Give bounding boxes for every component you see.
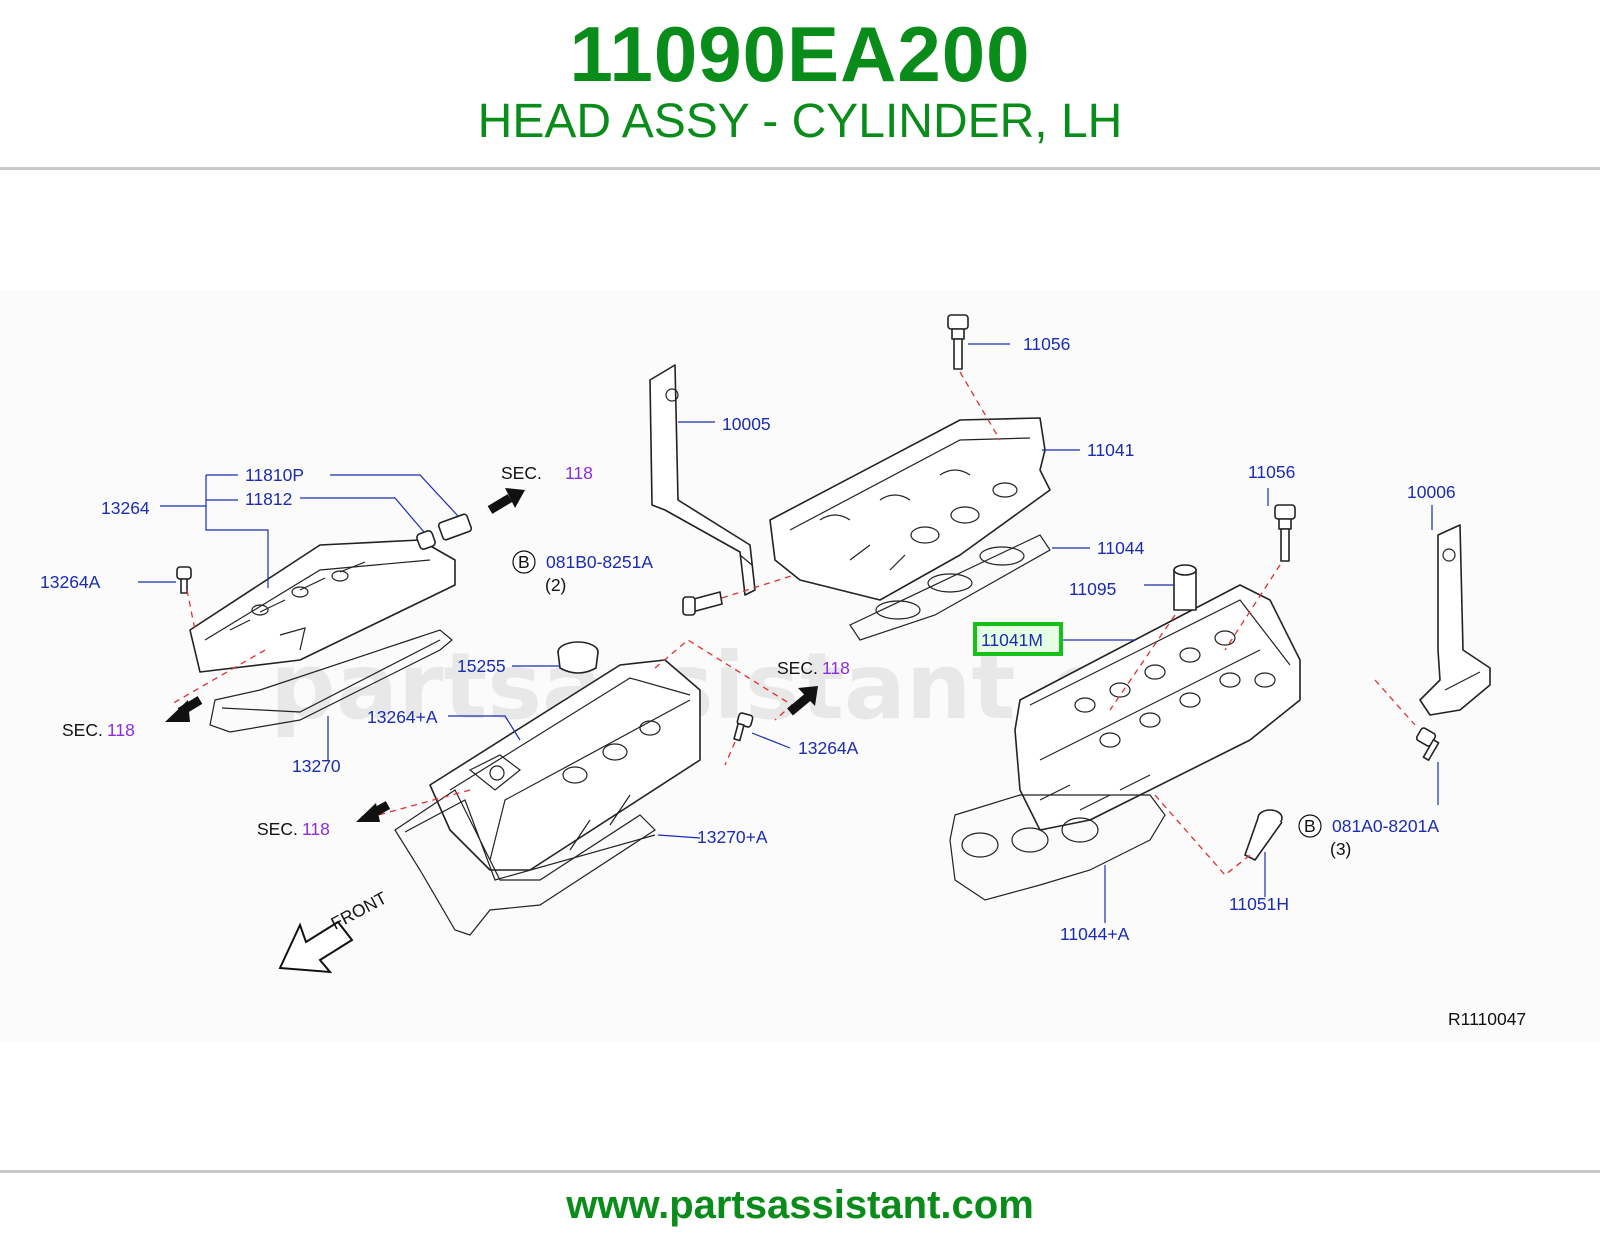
callout-11041: 11041	[1087, 440, 1134, 460]
part-number: 11090EA200	[569, 10, 1031, 98]
bolt-081b0-qty: (2)	[545, 575, 566, 595]
bolt-bracket-10005[interactable]	[682, 591, 723, 616]
valve-cover-gasket-left[interactable]	[209, 629, 453, 733]
valve-cover-gasket-middle[interactable]	[394, 789, 656, 936]
header-divider	[0, 167, 1600, 170]
callout-11044-a: 11044+A	[1060, 924, 1130, 944]
callout-10005: 10005	[722, 414, 771, 434]
callout-13264-a: 13264+A	[367, 707, 438, 727]
part-name: HEAD ASSY - CYLINDER, LH	[477, 95, 1123, 148]
bracket-10006[interactable]	[1419, 524, 1491, 716]
sec-ref-low-number[interactable]: 118	[302, 819, 330, 839]
plug-11051h[interactable]	[1244, 809, 1283, 861]
callout-bolt-081a0: 081A0-8201A	[1332, 816, 1439, 836]
sec-ref-low: SEC.	[257, 819, 298, 839]
sec-ref-left-number[interactable]: 118	[107, 720, 135, 740]
callout-11041m[interactable]: 11041M	[981, 630, 1043, 650]
front-label: FRONT	[327, 887, 390, 933]
callout-bolt-081b0: 081B0-8251A	[546, 552, 653, 572]
callout-13264: 13264	[101, 498, 150, 518]
bolt-13264a-left[interactable]	[176, 566, 192, 594]
bracket-10005[interactable]	[649, 364, 756, 596]
valve-cover-middle[interactable]	[429, 659, 701, 871]
sec-ref-middle-number[interactable]: 118	[822, 658, 850, 678]
sec-arrow-left	[165, 696, 203, 722]
callout-11095: 11095	[1069, 579, 1116, 599]
pcv-valve[interactable]	[416, 513, 473, 550]
sec-ref-top: SEC.	[501, 463, 542, 483]
callout-13264a-left: 13264A	[40, 572, 101, 592]
sec-ref-middle: SEC.	[777, 658, 818, 678]
cylinder-head-main[interactable]	[1014, 584, 1301, 831]
callout-10006: 10006	[1407, 482, 1456, 502]
front-arrow-icon	[278, 920, 354, 974]
sec-ref-top-number[interactable]: 118	[565, 463, 593, 483]
sec-arrow-low	[356, 801, 391, 822]
callout-11044: 11044	[1097, 538, 1145, 558]
oil-filler-cap[interactable]	[557, 641, 599, 674]
valve-cover-left[interactable]	[189, 539, 456, 673]
callout-11812: 11812	[245, 489, 292, 509]
bolt-081a0-qty: (3)	[1330, 839, 1351, 859]
callout-13264a-middle: 13264A	[798, 738, 859, 758]
footer-divider	[0, 1170, 1600, 1173]
b-marker-1	[512, 550, 536, 574]
b-marker-2	[1298, 814, 1322, 838]
header: 11090EA200 HEAD ASSY - CYLINDER, LH	[0, 0, 1600, 168]
cylinder-head-upper[interactable]	[769, 417, 1051, 601]
diagram-reference-code: R1110047	[1448, 1009, 1526, 1029]
b-marker-1-label: B	[518, 552, 530, 572]
bolt-bracket-10006[interactable]	[1415, 727, 1440, 761]
highlight-box-11041m[interactable]	[973, 622, 1063, 656]
callout-11810p: 11810P	[245, 465, 304, 485]
callout-11056-right: 11056	[1248, 462, 1295, 482]
dowel-sleeve-11095[interactable]	[1173, 564, 1197, 611]
sec-arrow-mid	[787, 686, 818, 716]
leader-lines	[138, 343, 1439, 923]
sec-arrow-top	[487, 488, 525, 514]
head-bolt-11056-right[interactable]	[1274, 504, 1296, 562]
callout-11051h: 11051H	[1229, 894, 1289, 914]
callout-15255: 15255	[457, 656, 506, 676]
head-gasket-11044[interactable]	[849, 534, 1051, 641]
diagram-background	[0, 290, 1600, 1042]
sec-ref-left: SEC.	[62, 720, 103, 740]
website-link[interactable]: www.partsassistant.com	[566, 1183, 1034, 1227]
callout-11056-top: 11056	[1023, 334, 1070, 354]
b-marker-2-label: B	[1304, 816, 1316, 836]
callout-13270-a: 13270+A	[697, 827, 768, 847]
callout-13270: 13270	[292, 756, 341, 776]
head-gasket-11044a[interactable]	[949, 794, 1166, 901]
bolt-13264a-middle[interactable]	[733, 712, 754, 742]
head-bolt-11056-top[interactable]	[947, 314, 969, 370]
